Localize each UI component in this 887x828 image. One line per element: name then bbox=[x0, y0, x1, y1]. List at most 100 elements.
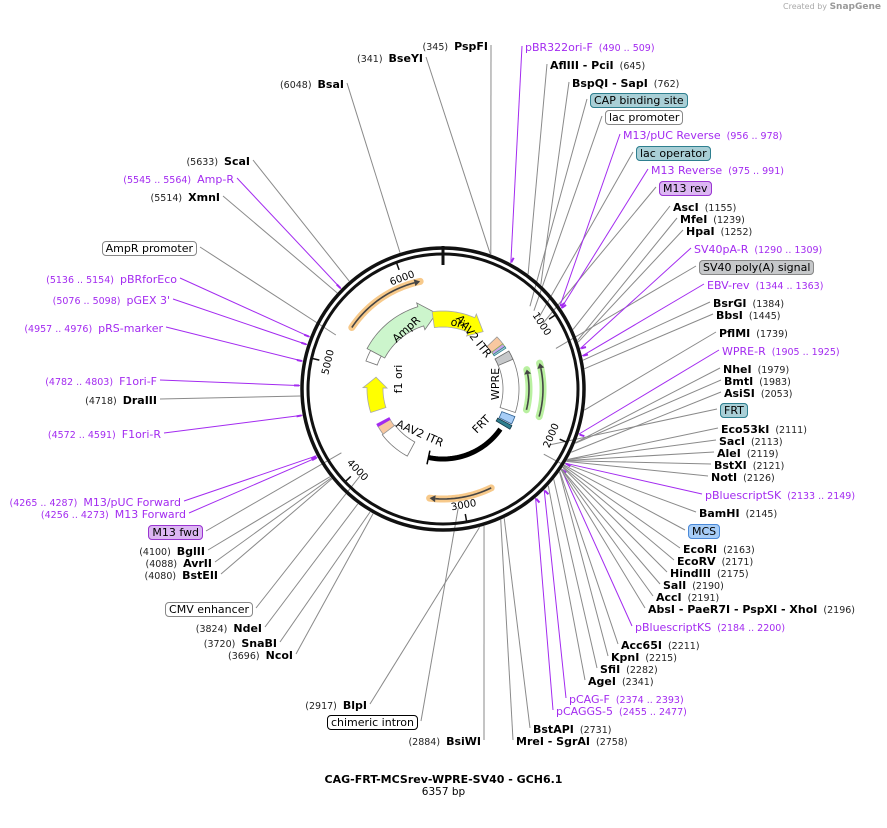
primer-name: Amp-R bbox=[197, 173, 234, 186]
primer-label[interactable]: pBR322ori-F(490 .. 509) bbox=[525, 41, 661, 54]
primer-label[interactable]: EBV-rev(1344 .. 1363) bbox=[707, 279, 829, 292]
enzyme-label[interactable]: NotI(2126) bbox=[711, 471, 781, 484]
connector-line bbox=[579, 247, 692, 350]
enzyme-position: (2145) bbox=[745, 509, 778, 520]
enzyme-label[interactable]: BspQI - SapI(762) bbox=[572, 77, 685, 90]
enzyme-label[interactable]: (3720)SnaBI bbox=[204, 637, 277, 650]
enzyme-label[interactable]: BstAPI(2731) bbox=[533, 723, 617, 736]
primer-label[interactable]: (4256 .. 4273)M13 Forward bbox=[41, 508, 186, 521]
primer-label[interactable]: (5136 .. 5154)pBRforEco bbox=[46, 273, 177, 286]
enzyme-label[interactable]: HpaI(1252) bbox=[686, 225, 758, 238]
connector-line bbox=[566, 460, 712, 465]
connector-line bbox=[503, 518, 531, 729]
enzyme-label[interactable]: (5633)ScaI bbox=[186, 155, 250, 168]
feature-label[interactable]: M13 rev bbox=[659, 181, 712, 196]
connector-line bbox=[584, 331, 717, 411]
enzyme-label[interactable]: (5514)XmnI bbox=[151, 191, 220, 204]
connector-line bbox=[527, 63, 548, 275]
connector-line bbox=[543, 453, 686, 531]
enzyme-label[interactable]: (341)BseYI bbox=[357, 52, 423, 65]
enzyme-position: (2758) bbox=[595, 737, 628, 748]
enzyme-label[interactable]: HindIII(2175) bbox=[670, 567, 755, 580]
enzyme-label[interactable]: AccI(2191) bbox=[656, 591, 725, 604]
enzyme-label[interactable]: (4088)AvrII bbox=[146, 557, 213, 570]
enzyme-label[interactable]: EcoRV(2171) bbox=[677, 555, 759, 568]
enzyme-label[interactable]: (3824)NdeI bbox=[196, 622, 262, 635]
enzyme-label[interactable]: AscI(1155) bbox=[673, 201, 742, 214]
enzyme-label[interactable]: (4080)BstEII bbox=[145, 569, 218, 582]
enzyme-name: BlpI bbox=[342, 699, 367, 712]
enzyme-label[interactable]: NheI(1979) bbox=[723, 363, 795, 376]
enzyme-label[interactable]: MfeI(1239) bbox=[680, 213, 751, 226]
enzyme-label[interactable]: PflMI(1739) bbox=[719, 327, 794, 340]
primer-label[interactable]: pBluescriptKS(2184 .. 2200) bbox=[635, 621, 791, 634]
primer-label[interactable]: M13 Reverse(975 .. 991) bbox=[651, 164, 790, 177]
feature-label[interactable]: SV40 poly(A) signal bbox=[699, 260, 815, 275]
primer-label[interactable]: pCAG-F(2374 .. 2393) bbox=[569, 693, 690, 706]
enzyme-label[interactable]: BbsI(1445) bbox=[716, 309, 787, 322]
enzyme-label[interactable]: Eco53kI(2111) bbox=[721, 423, 813, 436]
enzyme-label[interactable]: BmtI(1983) bbox=[724, 375, 797, 388]
connector-line bbox=[571, 391, 722, 453]
primer-label[interactable]: pCAGGS-5(2455 .. 2477) bbox=[556, 705, 693, 718]
enzyme-label[interactable]: (3696)NcoI bbox=[228, 649, 293, 662]
enzyme-label[interactable]: (2917)BlpI bbox=[305, 699, 367, 712]
enzyme-label[interactable]: (6048)BsaI bbox=[280, 78, 344, 91]
primer-label[interactable]: (5076 .. 5098)pGEX 3' bbox=[53, 294, 170, 307]
connector-line bbox=[279, 511, 371, 643]
enzyme-label[interactable]: BstXI(2121) bbox=[714, 459, 790, 472]
primer-label[interactable]: (4957 .. 4976)pRS-marker bbox=[24, 322, 163, 335]
feature-label[interactable]: CAP binding site bbox=[590, 93, 688, 108]
enzyme-label[interactable]: (4100)BglII bbox=[139, 545, 205, 558]
primer-name: pGEX 3' bbox=[126, 294, 170, 307]
primer-label[interactable]: (4572 .. 4591)F1ori-R bbox=[48, 428, 161, 441]
enzyme-position: (1384) bbox=[752, 299, 785, 310]
feature-label[interactable]: CMV enhancer bbox=[165, 602, 253, 617]
enzyme-label[interactable]: SacI(2113) bbox=[719, 435, 789, 448]
primer-position: (975 .. 991) bbox=[728, 166, 784, 177]
primer-label[interactable]: pBluescriptSK(2133 .. 2149) bbox=[705, 489, 861, 502]
primer-label[interactable]: M13/pUC Reverse(956 .. 978) bbox=[623, 129, 788, 142]
enzyme-label[interactable]: SalI(2190) bbox=[663, 579, 730, 592]
enzyme-label[interactable]: EcoRI(2163) bbox=[683, 543, 761, 556]
feature-name: lac promoter bbox=[605, 110, 684, 125]
enzyme-name: BspQI - SapI bbox=[572, 77, 648, 90]
enzyme-label[interactable]: MreI - SgrAI(2758) bbox=[516, 735, 634, 748]
feature-label[interactable]: MCS bbox=[688, 524, 721, 539]
orf-arrow-bottom bbox=[435, 487, 492, 500]
enzyme-label[interactable]: BamHI(2145) bbox=[699, 507, 783, 520]
feature-label[interactable]: AmpR promoter bbox=[101, 241, 197, 256]
enzyme-label[interactable]: (2884)BsiWI bbox=[408, 735, 481, 748]
enzyme-position: (2175) bbox=[716, 569, 749, 580]
enzyme-label[interactable]: (4718)DraIII bbox=[85, 394, 157, 407]
enzyme-label[interactable]: Acc65I(2211) bbox=[621, 639, 706, 652]
enzyme-label[interactable]: SfiI(2282) bbox=[600, 663, 664, 676]
connector-line bbox=[575, 367, 721, 444]
enzyme-label[interactable]: (345)PspFI bbox=[423, 40, 488, 53]
primer-label[interactable]: SV40pA-R(1290 .. 1309) bbox=[694, 243, 828, 256]
enzyme-position: (4088) bbox=[145, 559, 178, 570]
enzyme-label[interactable]: AbsI - PaeR7I - PspXI - XhoI(2196) bbox=[648, 603, 861, 616]
feature-label[interactable]: M13 fwd bbox=[148, 525, 203, 540]
enzyme-label[interactable]: BsrGI(1384) bbox=[713, 297, 790, 310]
enzyme-position: (2121) bbox=[752, 461, 785, 472]
feature-label[interactable]: lac operator bbox=[636, 146, 711, 161]
connector-line bbox=[500, 519, 514, 741]
feature-label[interactable]: chimeric intron bbox=[326, 715, 418, 730]
feature-label[interactable]: lac promoter bbox=[605, 110, 684, 125]
enzyme-position: (1155) bbox=[704, 203, 737, 214]
feature-name: MCS bbox=[688, 524, 721, 539]
enzyme-position: (345) bbox=[422, 42, 449, 53]
primer-label[interactable]: (4782 .. 4803)F1ori-F bbox=[45, 375, 157, 388]
enzyme-label[interactable]: AflIII - PciI(645) bbox=[550, 59, 651, 72]
primer-label[interactable]: WPRE-R(1905 .. 1925) bbox=[722, 345, 846, 358]
feature-label[interactable]: FRT bbox=[720, 403, 748, 418]
cag-end-tick bbox=[426, 450, 431, 465]
enzyme-label[interactable]: AsiSI(2053) bbox=[724, 387, 798, 400]
primer-label[interactable]: (4265 .. 4287)M13/pUC Forward bbox=[9, 496, 181, 509]
connector-line bbox=[538, 151, 634, 318]
enzyme-label[interactable]: AgeI(2341) bbox=[588, 675, 660, 688]
enzyme-label[interactable]: KpnI(2215) bbox=[611, 651, 683, 664]
enzyme-label[interactable]: AleI(2119) bbox=[717, 447, 784, 460]
primer-label[interactable]: (5545 .. 5564)Amp-R bbox=[123, 173, 234, 186]
